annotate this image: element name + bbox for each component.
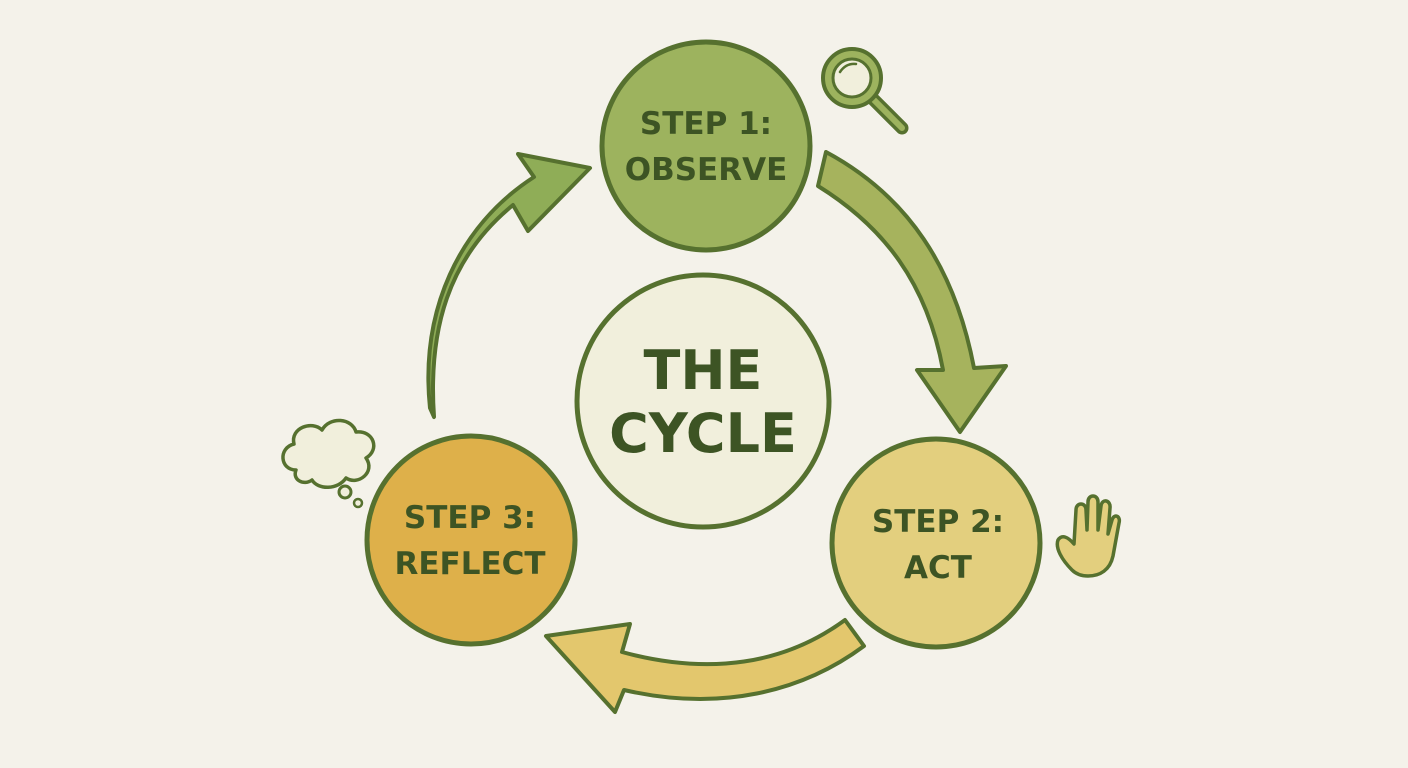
center-title-line1: THE	[644, 339, 763, 402]
step-reflect-line1: STEP 3:	[404, 500, 536, 536]
step-observe-line1: STEP 1:	[640, 106, 772, 142]
center-title-line2: CYCLE	[609, 402, 797, 465]
step-act-node: STEP 2: ACT	[829, 436, 1043, 650]
step-observe-node: STEP 1: OBSERVE	[599, 39, 813, 253]
step-act-line1: STEP 2:	[872, 504, 1004, 540]
center-node: THE CYCLE	[574, 272, 832, 530]
raised-hand-icon	[1055, 494, 1122, 578]
step-reflect-line2: REFLECT	[394, 546, 545, 582]
step-act-line2: ACT	[904, 550, 972, 586]
arrow-act-to-reflect	[544, 618, 866, 714]
step-observe-line2: OBSERVE	[625, 152, 788, 188]
thought-bubble-icon	[281, 418, 376, 509]
arrow-reflect-to-observe	[426, 152, 592, 419]
arrow-observe-to-act	[816, 150, 1008, 434]
magnifier-icon	[821, 47, 909, 135]
step-reflect-node: STEP 3: REFLECT	[364, 433, 578, 647]
